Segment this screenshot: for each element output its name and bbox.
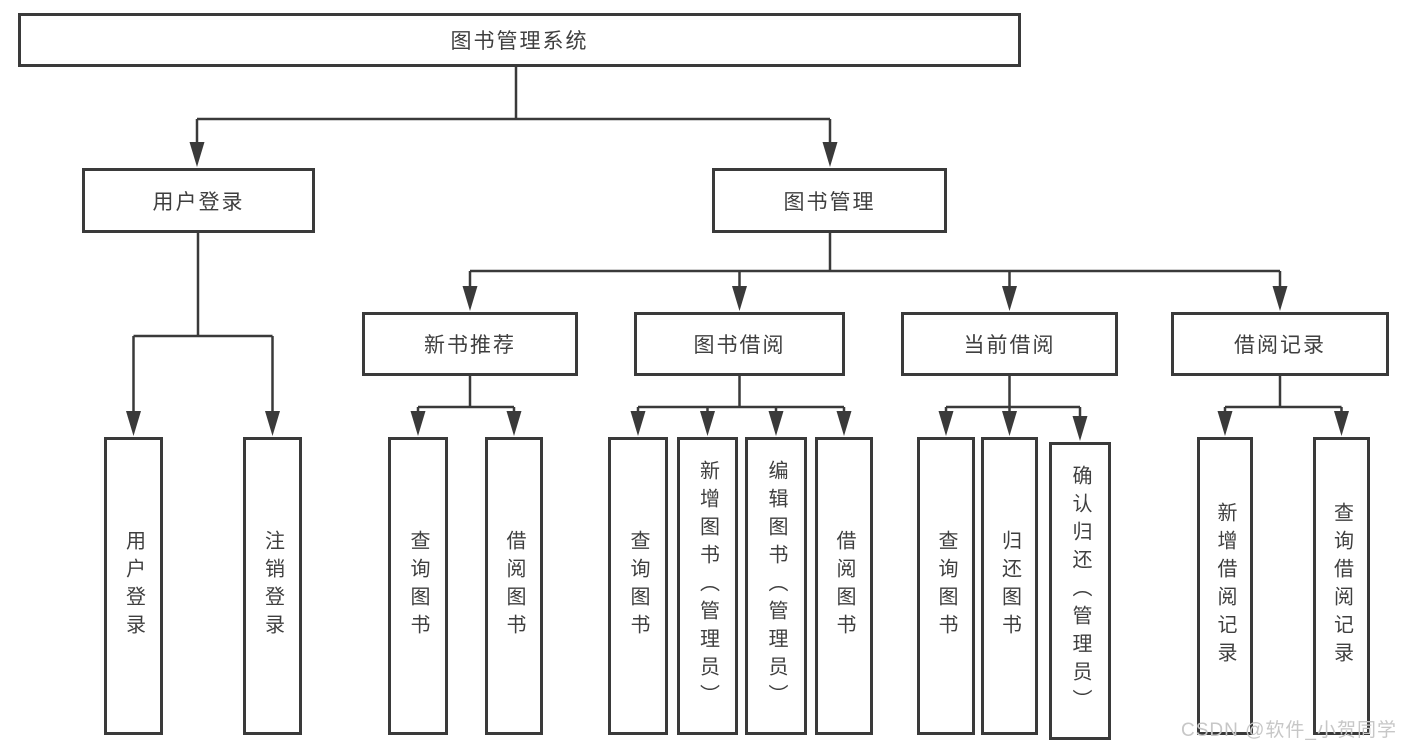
node-label: 新增图书（管理员）: [696, 460, 719, 712]
arrowhead: [1002, 286, 1017, 311]
arrowhead: [189, 142, 205, 167]
node-label: 图书借阅: [693, 334, 786, 357]
arrowhead: [630, 411, 646, 436]
node-query-books-current: 查询图书: [917, 437, 975, 735]
node-confirm-return-admin: 确认归还（管理员）: [1049, 442, 1111, 740]
node-label: 图书管理系统: [450, 30, 589, 53]
arrowhead: [1072, 416, 1088, 441]
node-add-books-admin: 新增图书（管理员）: [677, 437, 738, 735]
node-borrow-books-recommend: 借阅图书: [485, 437, 543, 735]
node-new-book-recommend: 新书推荐: [362, 312, 578, 376]
arrowhead: [506, 411, 522, 436]
arrowhead: [462, 286, 478, 311]
node-book-management: 图书管理: [712, 168, 947, 233]
arrowhead: [126, 411, 141, 436]
connector-user-login-children: [126, 233, 280, 436]
node-add-borrow-record: 新增借阅记录: [1197, 437, 1253, 735]
arrowhead: [700, 411, 715, 436]
node-label: 查询图书: [627, 530, 649, 642]
node-query-borrow-record: 查询借阅记录: [1313, 437, 1370, 735]
arrowhead: [265, 411, 280, 436]
node-label: 当前借阅: [963, 334, 1056, 357]
node-book-borrowing: 图书借阅: [634, 312, 845, 376]
node-label: 借阅记录: [1234, 334, 1326, 357]
connector-current-borrowing-children: [938, 376, 1088, 441]
node-edit-books-admin: 编辑图书（管理员）: [745, 437, 807, 735]
csdn-watermark: CSDN @软件_小贺同学: [1181, 720, 1397, 741]
node-label: 用户登录: [152, 190, 245, 214]
node-label: 注销登录: [261, 530, 284, 642]
node-system-root: 图书管理系统: [18, 13, 1021, 67]
arrowhead: [938, 411, 954, 436]
node-borrow-books-borrowing: 借阅图书: [815, 437, 873, 735]
arrowhead: [1272, 286, 1288, 311]
arrowhead: [768, 411, 784, 436]
node-user-login-action: 用户登录: [104, 437, 163, 735]
node-label: 借阅图书: [503, 530, 525, 642]
node-label: 查询借阅记录: [1330, 502, 1353, 670]
node-return-books: 归还图书: [981, 437, 1038, 735]
node-label: 图书管理: [783, 190, 876, 214]
node-label: 查询图书: [935, 530, 957, 642]
connector-book-management-children: [462, 233, 1288, 311]
node-label: 新书推荐: [424, 334, 516, 357]
node-label: 借阅图书: [833, 530, 855, 642]
node-query-books-recommend: 查询图书: [388, 437, 448, 735]
node-label: 新增借阅记录: [1214, 502, 1236, 670]
connector-borrowing-records-children: [1217, 376, 1349, 436]
node-logout-action: 注销登录: [243, 437, 302, 735]
node-label: 用户登录: [122, 530, 145, 642]
node-label: 编辑图书（管理员）: [765, 460, 787, 712]
arrowhead: [1334, 411, 1349, 436]
node-current-borrowing: 当前借阅: [901, 312, 1118, 376]
node-borrowing-records: 借阅记录: [1171, 312, 1389, 376]
arrowhead: [1217, 411, 1233, 436]
node-label: 确认归还（管理员）: [1069, 465, 1091, 717]
node-user-login: 用户登录: [82, 168, 315, 233]
node-label: 归还图书: [998, 530, 1021, 642]
arrowhead: [732, 286, 747, 311]
arrowhead: [1002, 411, 1017, 436]
connector-root-to-level2: [189, 67, 838, 167]
node-query-books-borrowing: 查询图书: [608, 437, 668, 735]
node-label: 查询图书: [407, 530, 429, 642]
arrowhead: [410, 411, 426, 436]
connector-new-book-recommend-children: [410, 376, 522, 436]
arrowhead: [836, 411, 852, 436]
connector-book-borrowing-children: [630, 376, 852, 436]
arrowhead: [822, 142, 838, 167]
